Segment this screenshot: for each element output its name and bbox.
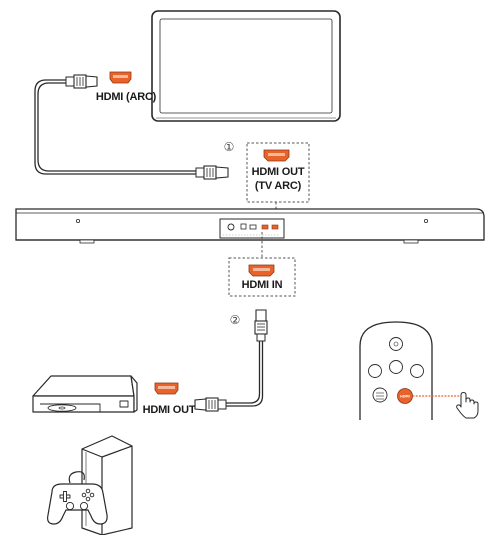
player-hdmi-out-port-icon bbox=[154, 382, 179, 395]
step-2-marker: ② bbox=[229, 313, 241, 327]
soundbar-icon bbox=[15, 208, 485, 244]
tv-hdmi-arc-port-icon bbox=[109, 71, 132, 84]
label-player-hdmi-out: HDMI OUT bbox=[142, 404, 196, 416]
label-tv-hdmi-arc: HDMI (ARC) bbox=[95, 91, 157, 103]
label-soundbar-tv-arc: (TV ARC) bbox=[254, 180, 302, 192]
remote-hdmi-button[interactable]: HDMI bbox=[397, 388, 413, 404]
hand-pointer-icon bbox=[456, 392, 479, 419]
svg-text:HDMI: HDMI bbox=[400, 394, 410, 398]
blu-ray-player-icon bbox=[32, 375, 138, 413]
tv-icon bbox=[151, 10, 341, 122]
hdmi-plug-icon-soundbar-out bbox=[195, 165, 229, 180]
hdmi-in-callout-box bbox=[228, 257, 296, 297]
hdmi-plug-icon-player bbox=[194, 397, 227, 412]
soundbar-hdmi-in-port-icon bbox=[248, 264, 275, 277]
label-soundbar-hdmi-in: HDMI IN bbox=[241, 279, 283, 291]
hdmi-out-callout-box bbox=[246, 142, 310, 203]
label-soundbar-hdmi-out: HDMI OUT bbox=[251, 166, 305, 178]
remote-control-icon bbox=[359, 321, 433, 420]
hdmi-plug-icon-top bbox=[65, 74, 98, 89]
gamepad-icon bbox=[47, 471, 108, 525]
hdmi-plug-icon-soundbar-in bbox=[254, 309, 268, 342]
hdmi-cable-2 bbox=[226, 341, 264, 407]
soundbar-hdmi-out-port-icon bbox=[263, 149, 290, 162]
hdmi-cable-1 bbox=[34, 79, 197, 175]
step-1-marker: ① bbox=[223, 140, 235, 154]
